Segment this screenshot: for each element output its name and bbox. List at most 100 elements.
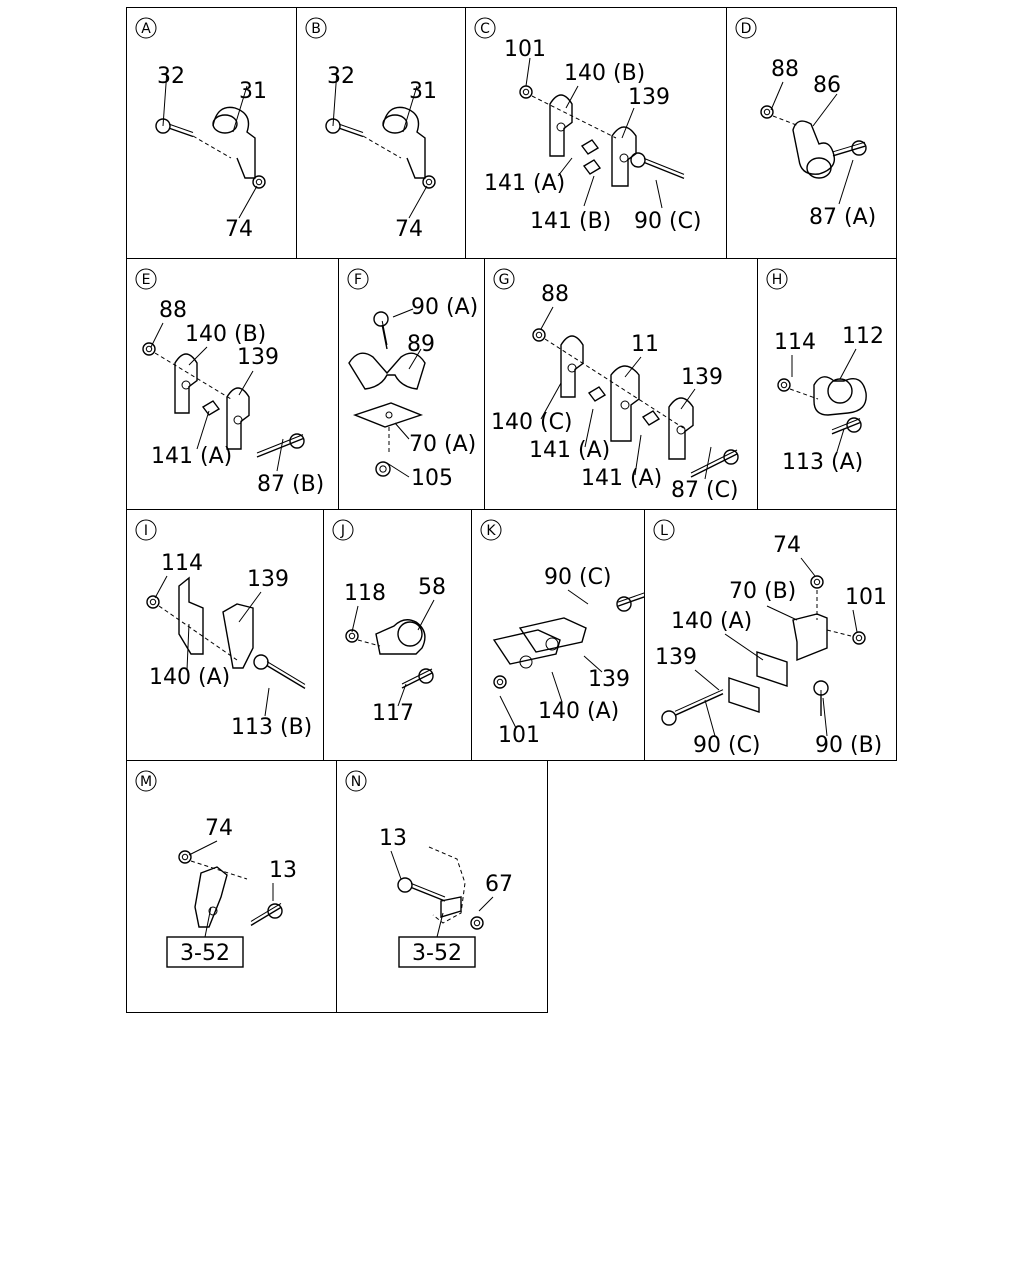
panel-letter: A bbox=[141, 21, 151, 37]
leader-line bbox=[397, 683, 407, 707]
leader-line bbox=[621, 107, 635, 139]
leader-line bbox=[724, 633, 764, 661]
part-number-label: 88 bbox=[771, 57, 799, 82]
part-number-label: 112 bbox=[842, 324, 884, 349]
leader-line bbox=[822, 697, 828, 737]
part-number-label: 114 bbox=[161, 551, 203, 576]
panel-letter: D bbox=[741, 21, 752, 37]
part-number-label: 13 bbox=[269, 858, 297, 883]
part-number-label: 88 bbox=[159, 298, 187, 323]
leader-line bbox=[351, 605, 359, 633]
part-number-label: 141 (A) bbox=[484, 171, 565, 196]
letter-circle-icon bbox=[135, 519, 157, 541]
panel-letter: F bbox=[354, 272, 362, 288]
panel-letter-badge: J bbox=[332, 519, 354, 541]
part-number-label: 139 bbox=[247, 567, 289, 592]
leader-line bbox=[680, 388, 696, 410]
leader-line bbox=[264, 687, 270, 717]
leader-line bbox=[332, 69, 338, 127]
leader-line bbox=[839, 348, 857, 380]
leader-line bbox=[565, 85, 579, 109]
leader-line bbox=[238, 185, 258, 219]
part-number-label: 87 (A) bbox=[809, 205, 876, 230]
part-number-label: 141 (B) bbox=[530, 209, 611, 234]
leader-line bbox=[417, 599, 435, 631]
leader-line bbox=[196, 410, 210, 450]
part-number-label: 105 bbox=[411, 466, 453, 491]
leader-line bbox=[852, 609, 858, 633]
leader-line bbox=[392, 308, 414, 318]
part-number-label: 139 bbox=[681, 365, 723, 390]
panel-letter-badge: C bbox=[474, 17, 496, 39]
panel-letter-badge: K bbox=[480, 519, 502, 541]
leader-line bbox=[238, 591, 262, 623]
letter-circle-icon bbox=[332, 519, 354, 541]
part-number-label: 90 (C) bbox=[693, 733, 761, 758]
part-sketch bbox=[760, 105, 867, 179]
panel-letter: B bbox=[311, 21, 321, 37]
part-number-label: 139 bbox=[655, 645, 697, 670]
panel-h: H 114 112 113 (A) bbox=[757, 258, 897, 510]
leader-line bbox=[525, 57, 531, 87]
leader-line bbox=[188, 346, 208, 366]
panel-letter: E bbox=[142, 272, 151, 288]
leader-line bbox=[390, 850, 402, 880]
leader-line bbox=[408, 185, 428, 219]
leader-line bbox=[583, 655, 603, 673]
leader-line bbox=[232, 85, 248, 133]
part-number-label: 140 (C) bbox=[491, 410, 573, 435]
part-sketch bbox=[492, 592, 644, 689]
letter-circle-icon bbox=[474, 17, 496, 39]
leader-line bbox=[394, 422, 410, 440]
part-number-label: 101 bbox=[504, 37, 546, 62]
part-number-label: 118 bbox=[344, 581, 386, 606]
part-sketch bbox=[397, 846, 484, 930]
panel-letter-badge: I bbox=[135, 519, 157, 541]
panel-letter: C bbox=[480, 21, 490, 37]
leader-line bbox=[188, 840, 218, 856]
panel-drawing: H 114 112 113 (A) bbox=[766, 268, 884, 475]
letter-circle-icon bbox=[347, 268, 369, 290]
part-number-label: 32 bbox=[327, 64, 355, 89]
leader-line bbox=[276, 438, 284, 472]
part-sketch bbox=[348, 311, 426, 477]
part-number-label: 74 bbox=[205, 816, 233, 841]
panel-letter: H bbox=[772, 272, 783, 288]
leader-line bbox=[584, 408, 594, 448]
part-number-label: 114 bbox=[774, 330, 816, 355]
part-number-label: 113 (A) bbox=[782, 450, 863, 475]
leader-line bbox=[386, 462, 410, 478]
letter-circle-icon bbox=[345, 770, 367, 792]
part-number-label: 90 (A) bbox=[411, 295, 478, 320]
leader-line bbox=[499, 695, 517, 729]
part-number-label: 101 bbox=[845, 585, 887, 610]
leader-line bbox=[551, 671, 563, 703]
part-number-label: 87 (C) bbox=[671, 478, 739, 503]
part-sketch bbox=[325, 106, 436, 189]
leader-line bbox=[655, 179, 663, 209]
leader-line bbox=[162, 69, 168, 127]
panel-letter: N bbox=[351, 774, 361, 790]
leader-line bbox=[704, 446, 712, 480]
letter-circle-icon bbox=[653, 519, 675, 541]
part-number-label: 31 bbox=[409, 79, 437, 104]
panel-letter-badge: B bbox=[305, 17, 327, 39]
panel-letter: M bbox=[140, 774, 152, 790]
panel-letter: G bbox=[499, 272, 510, 288]
leader-line bbox=[770, 81, 784, 111]
